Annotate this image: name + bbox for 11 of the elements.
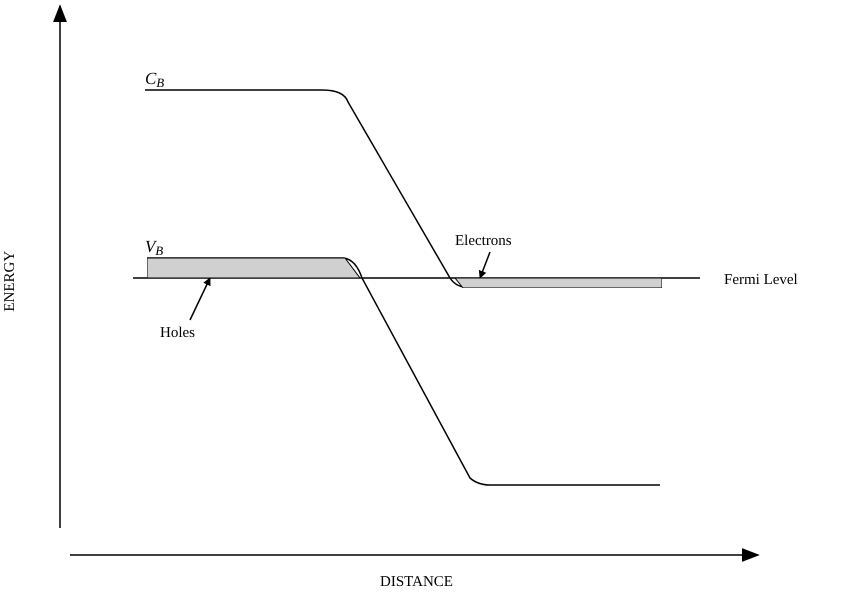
electrons-region xyxy=(455,278,662,288)
arrow xyxy=(478,252,491,279)
region-label: Electrons xyxy=(455,230,512,252)
arrow xyxy=(189,277,211,320)
axis-label: DISTANCE xyxy=(380,573,453,592)
axis-label: ENERGY xyxy=(1,250,20,312)
region-label: Holes xyxy=(160,322,195,344)
holes-region xyxy=(147,258,360,278)
level-label: Fermi Level xyxy=(724,271,798,290)
band-label: V$_{B}$ xyxy=(145,236,164,260)
band-label: C$_{B}$ xyxy=(145,68,164,92)
